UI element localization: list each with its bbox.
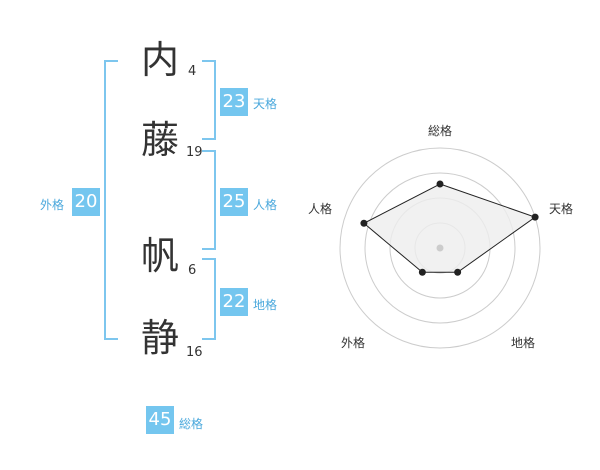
jinkaku-bracket [202, 150, 216, 250]
name-char-1: 内 [140, 38, 179, 82]
stroke-count-3: 6 [188, 263, 197, 278]
radar-axis-label-chikaku: 地格 [511, 336, 536, 350]
radar-axis-label-soukaku: 総格 [428, 124, 453, 138]
name-char-2: 藤 [140, 118, 179, 162]
chikaku-label: 地格 [253, 298, 278, 312]
stroke-count-4: 16 [186, 345, 203, 360]
gaikaku-bracket [104, 60, 118, 340]
chikaku-bracket [202, 258, 216, 340]
radar-axis-label-jinkaku: 人格 [308, 202, 333, 216]
radar-center-dot [436, 244, 444, 252]
soukaku-value-badge: 45 [146, 406, 174, 434]
tenkaku-bracket [202, 60, 216, 140]
radar-point-1 [436, 180, 444, 188]
name-char-3: 帆 [140, 234, 179, 278]
chikaku-value-badge: 22 [220, 288, 248, 316]
gaikaku-label: 外格 [40, 198, 65, 212]
stroke-count-2: 19 [186, 145, 203, 160]
jinkaku-label: 人格 [253, 198, 278, 212]
radar-point-2 [531, 213, 539, 221]
radar-point-4 [418, 268, 426, 276]
radar-ring [364, 172, 516, 324]
radar-point-3 [454, 268, 462, 276]
soukaku-label: 総格 [179, 417, 204, 431]
jinkaku-value-badge: 25 [220, 188, 248, 216]
stroke-count-1: 4 [188, 64, 197, 79]
radar-series [360, 180, 539, 276]
radar-axis-label-gaikaku: 外格 [341, 336, 366, 350]
radar-ring [339, 147, 541, 349]
radar-axis-label-tenkaku: 天格 [549, 202, 574, 216]
tenkaku-label: 天格 [253, 97, 278, 111]
name-char-4: 静 [140, 316, 179, 360]
tenkaku-value-badge: 23 [220, 88, 248, 116]
gaikaku-value-badge: 20 [72, 188, 100, 216]
radar-area [363, 183, 537, 273]
radar-point-5 [360, 219, 368, 227]
